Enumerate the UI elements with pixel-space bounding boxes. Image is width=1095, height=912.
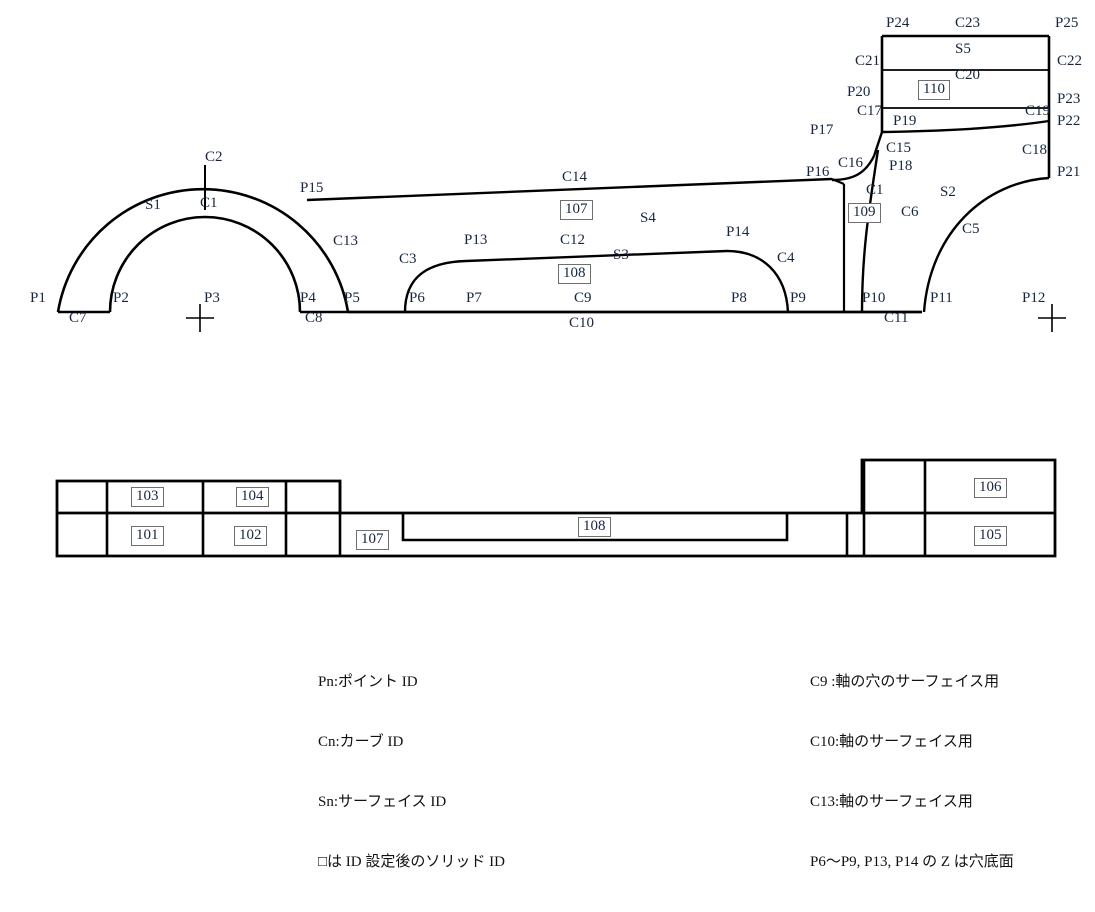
solid-id-107-bottom: 107 — [356, 530, 389, 550]
solid-id-110-top: 110 — [918, 80, 950, 100]
point-label-P12: P12 — [1022, 290, 1046, 306]
surface-label-S3: S3 — [613, 247, 629, 263]
surface-label-S5: S5 — [955, 41, 971, 57]
curve-C4 — [726, 249, 790, 313]
curve-label-C20: C20 — [955, 67, 981, 83]
curve-C16 — [831, 155, 876, 182]
legend-right-column: C9 :軸の穴のサーフェイス用 C10:軸のサーフェイス用 C13:軸のサーフェ… — [810, 632, 1014, 912]
curve-label-C9: C9 — [574, 290, 592, 306]
curve-label-C13: C13 — [333, 233, 359, 249]
curve-label-C8: C8 — [305, 310, 323, 326]
solid-id-102: 102 — [234, 526, 267, 546]
curve-label-C11: C11 — [884, 310, 909, 326]
point-label-P23: P23 — [1057, 91, 1081, 107]
curve-label-C18: C18 — [1022, 142, 1048, 158]
curve-label-C1b: C1 — [866, 182, 884, 198]
curve-label-C5: C5 — [962, 221, 980, 237]
legend-right-line-2: C10:軸のサーフェイス用 — [810, 734, 973, 750]
legend-left-line-4: □は ID 設定後のソリッド ID — [318, 854, 505, 870]
pocket-108 — [401, 513, 789, 542]
curve-C15 — [872, 131, 884, 157]
solid-id-103: 103 — [131, 487, 164, 507]
curve-label-C10: C10 — [569, 315, 595, 331]
curve-C1-inner-arch — [108, 215, 302, 313]
point-label-P8: P8 — [731, 290, 747, 306]
curve-label-C23: C23 — [955, 15, 981, 31]
point-label-P20: P20 — [847, 84, 871, 100]
surface-label-S1: S1 — [145, 197, 161, 213]
curve-C3 — [403, 259, 467, 313]
legend-left-column: Pn:ポイント ID Cn:カーブ ID Sn:サーフェイス ID □は ID … — [318, 632, 505, 912]
legend-right-line-3: C13:軸のサーフェイス用 — [810, 794, 973, 810]
curve-label-C21: C21 — [855, 53, 881, 69]
bottom-bar-outline — [55, 458, 1057, 558]
curve-label-C15: C15 — [886, 140, 912, 156]
legend-left-line-3: Sn:サーフェイス ID — [318, 794, 447, 810]
point-label-P21: P21 — [1057, 164, 1081, 180]
cross-P3 — [186, 304, 214, 332]
geometry-layer — [55, 34, 1066, 558]
point-label-P3: P3 — [204, 290, 220, 306]
point-label-P10: P10 — [862, 290, 886, 306]
center-marks — [186, 304, 1066, 332]
curve-C19 — [881, 119, 1050, 134]
point-label-P24: P24 — [886, 15, 910, 31]
point-label-P11: P11 — [930, 290, 953, 306]
point-label-P5: P5 — [344, 290, 360, 306]
cross-P12 — [1038, 304, 1066, 332]
point-label-P17: P17 — [810, 122, 834, 138]
point-label-P2: P2 — [113, 290, 129, 306]
point-label-P13: P13 — [464, 232, 488, 248]
surface-label-S4: S4 — [640, 210, 656, 226]
curve-label-C19: C19 — [1025, 103, 1051, 119]
point-label-P15: P15 — [300, 180, 324, 196]
curve-label-C16: C16 — [838, 155, 864, 171]
solid-id-104: 104 — [236, 487, 269, 507]
surface-label-S2: S2 — [940, 184, 956, 200]
curve-label-C2: C2 — [205, 149, 223, 165]
solid-id-101: 101 — [131, 526, 164, 546]
legend-right-line-1: C9 :軸の穴のサーフェイス用 — [810, 674, 1000, 690]
curve-C14 — [306, 177, 833, 202]
solid-id-107-top: 107 — [560, 200, 593, 220]
curve-label-C12: C12 — [560, 232, 586, 248]
legend-left-line-1: Pn:ポイント ID — [318, 674, 418, 690]
point-label-P19: P19 — [893, 113, 917, 129]
point-label-P6: P6 — [409, 290, 425, 306]
curve-C5 — [922, 176, 1050, 313]
curve-C2-outer-arch — [56, 187, 350, 313]
diagram-canvas: P1 P2 P3 P4 P5 P6 P7 P8 P9 P10 P11 P12 P… — [30, 15, 1083, 871]
point-label-P22: P22 — [1057, 113, 1081, 129]
curve-label-C3: C3 — [399, 251, 417, 267]
curve-label-C17: C17 — [857, 103, 883, 119]
solid-id-109-top: 109 — [848, 203, 881, 223]
point-label-P18: P18 — [889, 158, 913, 174]
legend-right-line-4: P6〜P9, P13, P14 の Z は穴底面 — [810, 854, 1014, 870]
curve-label-C14: C14 — [562, 169, 588, 185]
solid-id-108-bottom: 108 — [578, 517, 611, 537]
solid-id-108-top: 108 — [558, 264, 591, 284]
point-label-P7: P7 — [466, 290, 482, 306]
curve-label-C6: C6 — [901, 204, 919, 220]
legend-left-line-2: Cn:カーブ ID — [318, 734, 404, 750]
solid-id-105: 105 — [974, 526, 1007, 546]
point-label-P9: P9 — [790, 290, 806, 306]
point-label-P16: P16 — [806, 164, 830, 180]
curve-label-C22: C22 — [1057, 53, 1083, 69]
point-label-P4: P4 — [300, 290, 316, 306]
curve-label-C7: C7 — [69, 310, 87, 326]
curve-label-C1: C1 — [200, 195, 218, 211]
point-label-P14: P14 — [726, 224, 750, 240]
point-label-P1: P1 — [30, 290, 46, 306]
curve-C6 — [860, 149, 880, 313]
solid-id-106: 106 — [974, 478, 1007, 498]
curve-C12 — [465, 249, 728, 263]
curve-label-C4: C4 — [777, 250, 795, 266]
point-label-P25: P25 — [1055, 15, 1079, 31]
